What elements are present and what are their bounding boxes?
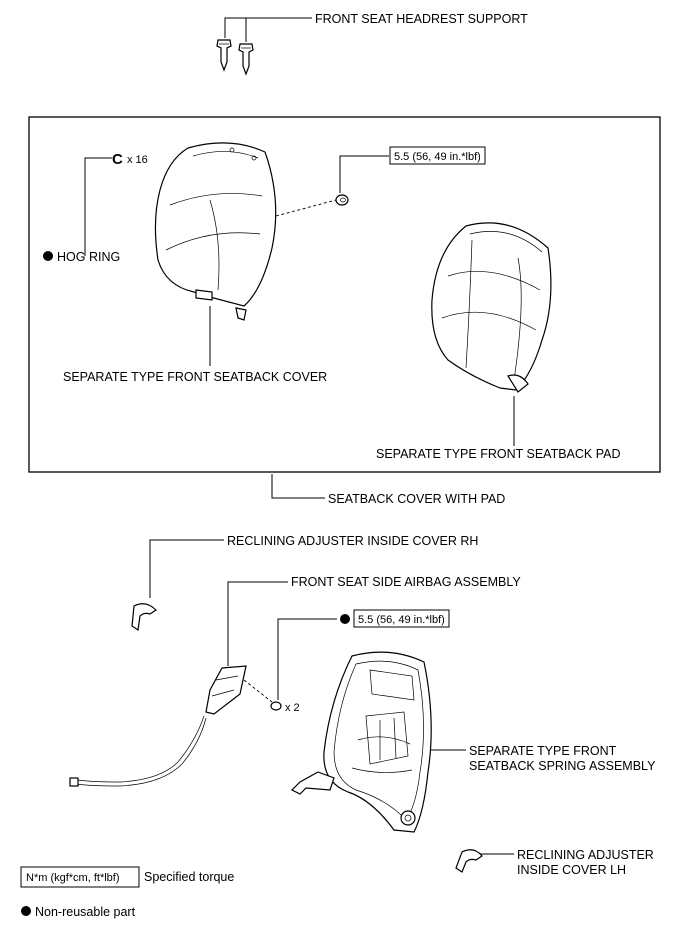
- legend-torque-box: [20, 866, 140, 888]
- seatback-cover-label: SEPARATE TYPE FRONT SEATBACK COVER: [63, 370, 327, 384]
- spring-assembly-label-1: SEPARATE TYPE FRONT: [469, 744, 617, 758]
- recliner-rh-label: RECLINING ADJUSTER INSIDE COVER RH: [227, 534, 478, 548]
- torque-box-top: [389, 146, 486, 165]
- spring-assembly-part: [290, 651, 432, 833]
- legend-torque-desc: Specified torque: [144, 870, 234, 884]
- nut-part: [335, 194, 349, 206]
- headrest-support-part: [216, 39, 254, 76]
- seatback-pad-part: [431, 222, 552, 393]
- seatback-cover-part: [154, 142, 277, 321]
- legend-nonreusable-desc: Non-reusable part: [35, 905, 136, 919]
- side-airbag-label: FRONT SEAT SIDE AIRBAG ASSEMBLY: [291, 575, 521, 589]
- hog-ring-label: HOG RING: [57, 250, 120, 264]
- legend-torque-unit: N*m (kgf*cm, ft*lbf): [26, 872, 120, 884]
- nonreusable-marker: [43, 251, 53, 261]
- side-airbag-part: [69, 665, 247, 787]
- recliner-lh-label-2: INSIDE COVER LH: [517, 863, 626, 877]
- headrest-support-label: FRONT SEAT HEADREST SUPPORT: [315, 12, 528, 26]
- nut-part-bottom: [270, 701, 282, 711]
- hog-ring-icon: C: [112, 151, 123, 168]
- torque-value-bottom: 5.5 (56, 49 in.*lbf): [358, 614, 445, 626]
- nut-qty: x 2: [285, 702, 300, 714]
- nonreusable-marker-bottom: [340, 614, 350, 624]
- torque-value-top: 5.5 (56, 49 in.*lbf): [394, 151, 481, 163]
- recliner-cover-lh-part: [455, 849, 483, 873]
- recliner-lh-label-1: RECLINING ADJUSTER: [517, 848, 654, 862]
- cover-with-pad-label: SEATBACK COVER WITH PAD: [328, 492, 505, 506]
- hog-ring-qty: x 16: [127, 154, 148, 166]
- torque-box-bottom: [353, 609, 450, 628]
- spring-assembly-label-2: SEATBACK SPRING ASSEMBLY: [469, 759, 656, 773]
- seatback-group-frame: [28, 116, 661, 473]
- seatback-pad-label: SEPARATE TYPE FRONT SEATBACK PAD: [376, 447, 621, 461]
- legend-nonreusable-icon: [21, 906, 31, 916]
- recliner-cover-rh-part: [131, 603, 157, 632]
